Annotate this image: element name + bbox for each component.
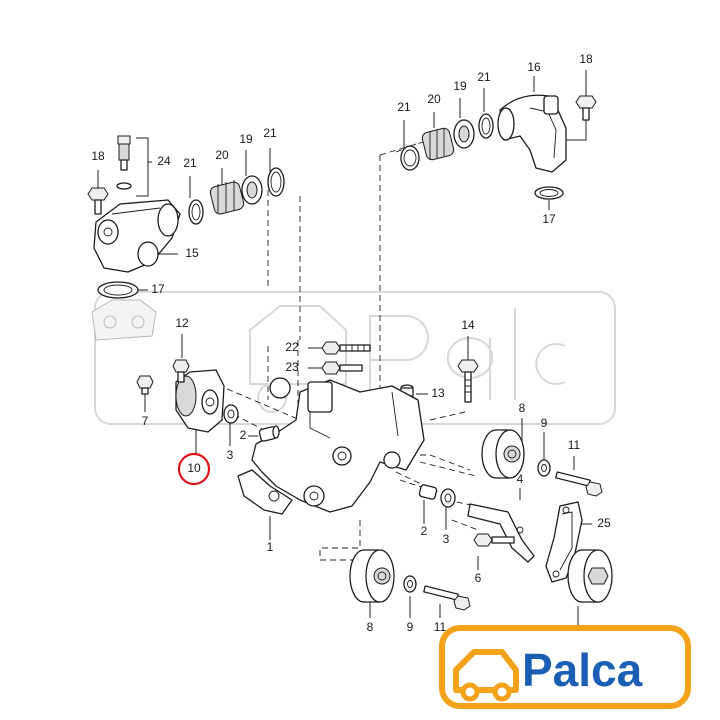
callout-10: 10	[187, 461, 201, 475]
callout-9-upper: 9	[541, 416, 548, 430]
washer-9-upper	[537, 459, 551, 477]
callout-15: 15	[185, 246, 199, 260]
central-assembly	[136, 341, 479, 515]
callout-4: 4	[517, 472, 524, 486]
palca-logo: Palca	[439, 625, 691, 709]
callout-22: 22	[285, 340, 299, 354]
callout-6: 6	[475, 571, 482, 585]
leader-lines	[97, 70, 592, 632]
housing-15	[93, 199, 181, 273]
highlight-circle-10	[177, 452, 211, 486]
idler-pulley-8-lower	[349, 549, 395, 603]
callout-24: 24	[157, 154, 171, 168]
callout-17-right: 17	[542, 212, 556, 226]
callout-20-right: 20	[427, 92, 441, 106]
bolt-11-upper	[555, 471, 603, 497]
callout-20-left: 20	[215, 148, 229, 162]
pipe-seal-20-left	[209, 180, 245, 215]
bolt-6	[473, 533, 515, 547]
bolt-18-right	[575, 95, 597, 121]
callout-14: 14	[461, 318, 475, 332]
water-pump-10	[175, 369, 225, 433]
callout-25: 25	[597, 516, 611, 530]
washer-3-lower	[440, 488, 456, 508]
callout-21-right-a: 21	[397, 100, 411, 114]
temperature-sensor-24	[116, 135, 132, 190]
mounting-flange-ghost	[91, 299, 157, 341]
callout-1: 1	[267, 540, 274, 554]
callout-8-lower: 8	[367, 620, 374, 634]
connector-19-right	[453, 119, 475, 149]
tensioner-arm-4	[467, 503, 535, 563]
upper-left-housing-group	[87, 135, 285, 341]
bracket-25	[545, 501, 583, 583]
bolt-11-lower	[423, 585, 471, 611]
callout-21-left-b: 21	[263, 126, 277, 140]
o-ring-17-left	[97, 281, 139, 299]
callout-17-left: 17	[151, 282, 165, 296]
callout-9-lower: 9	[407, 620, 414, 634]
callout-18-left: 18	[91, 149, 105, 163]
callout-21-left-a: 21	[183, 156, 197, 170]
sleeve-2-upper	[258, 425, 280, 442]
callout-11-upper: 11	[568, 438, 581, 452]
callout-7: 7	[142, 414, 149, 428]
idler-pulley-5	[567, 549, 613, 603]
connector-19-left	[241, 175, 263, 205]
bolt-23	[321, 361, 363, 375]
callout-19-right: 19	[453, 79, 467, 93]
callout-16: 16	[527, 60, 541, 74]
right-side-components	[349, 429, 613, 611]
pipe-seal-20-right	[421, 127, 455, 161]
callout-3-lower: 3	[443, 532, 450, 546]
bolt-14	[457, 359, 479, 403]
o-ring-21-right-b	[478, 113, 494, 139]
callout-23: 23	[285, 360, 299, 374]
callout-11-lower: 11	[434, 620, 447, 634]
callout-2-lower: 2	[421, 524, 428, 538]
bolt-18-left	[87, 187, 109, 215]
bracket-casting	[237, 377, 425, 515]
o-ring-17-right	[534, 186, 564, 200]
bolt-12	[172, 359, 190, 383]
sleeve-2-lower	[418, 484, 438, 500]
upper-right-pipe-group	[400, 94, 597, 200]
o-ring-21-left	[188, 199, 204, 225]
bolt-7	[136, 375, 154, 395]
washer-9-lower	[403, 575, 417, 593]
callout-12: 12	[175, 316, 189, 330]
o-ring-21-left-b	[267, 167, 285, 197]
callout-18-right: 18	[579, 52, 593, 66]
callout-3-upper: 3	[227, 448, 234, 462]
callout-21-right-b: 21	[477, 70, 491, 84]
car-icon	[453, 649, 519, 702]
o-ring-21-right-a	[400, 145, 420, 171]
pipe-16	[497, 94, 567, 173]
idler-pulley-8-upper	[481, 429, 525, 479]
callout-19-left: 19	[239, 132, 253, 146]
callout-13: 13	[431, 386, 445, 400]
callout-2-upper: 2	[240, 428, 247, 442]
washer-3-upper	[223, 404, 239, 424]
callout-labels: 18 24 20 19 21 21 15 17 21 20 19 21 16 1…	[91, 52, 611, 648]
logo-text: Palca	[522, 644, 643, 696]
bolt-22	[321, 341, 371, 355]
callout-8-upper: 8	[519, 401, 526, 415]
